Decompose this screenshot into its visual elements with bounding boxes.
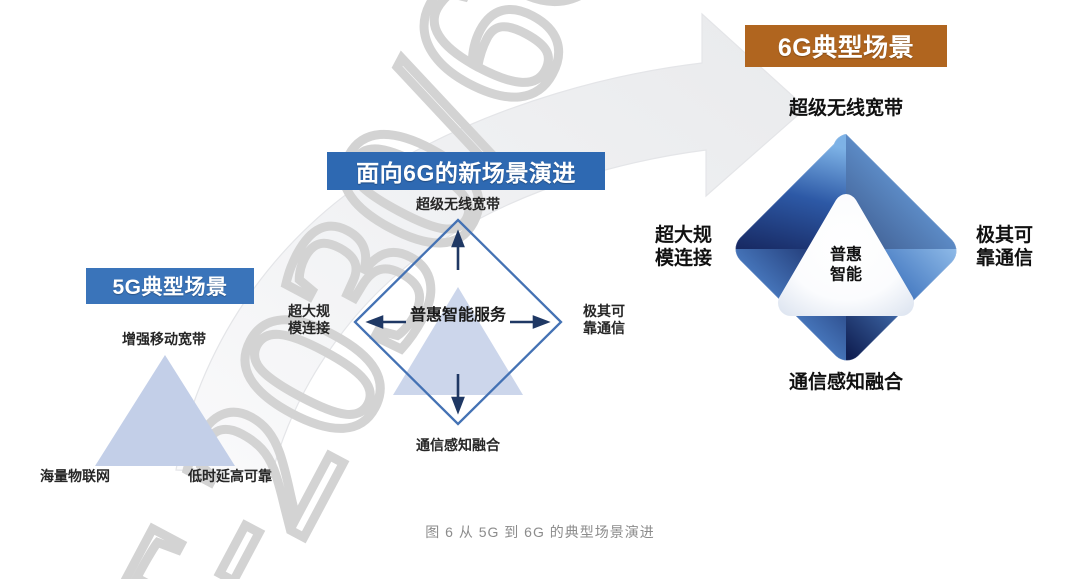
label-mid-sensing-communication-fusion: 通信感知融合 — [416, 437, 500, 453]
label-6g-inclusive-intelligence: 普惠 智能 — [829, 246, 863, 284]
banner-6g-scenarios: 6G典型场景 — [745, 25, 947, 67]
label-5g-urllc: 低时延高可靠 — [188, 468, 272, 484]
label-mid-inclusive-intelligent-service: 普惠智能服务 — [409, 307, 507, 324]
banner-evolution-to-6g: 面向6G的新场景演进 — [327, 152, 605, 190]
label-6g-massive-connection: 超大规 模连接 — [654, 225, 712, 270]
figure-caption: 图 6 从 5G 到 6G 的典型场景演进 — [425, 524, 655, 540]
label-5g-embb: 增强移动宽带 — [122, 331, 206, 347]
label-5g-mmtc: 海量物联网 — [40, 468, 110, 484]
label-mid-ultra-reliable-communication: 极其可 靠通信 — [583, 303, 625, 337]
label-6g-super-wireless-broadband: 超级无线宽带 — [788, 98, 904, 119]
label-6g-ultra-reliable-communication: 极其可 靠通信 — [976, 225, 1034, 270]
banner-5g-scenarios: 5G典型场景 — [86, 268, 254, 304]
label-6g-sensing-communication-fusion: 通信感知融合 — [788, 372, 904, 393]
label-mid-massive-connection: 超大规 模连接 — [288, 303, 330, 337]
label-mid-super-wireless-broadband: 超级无线宽带 — [416, 196, 500, 212]
